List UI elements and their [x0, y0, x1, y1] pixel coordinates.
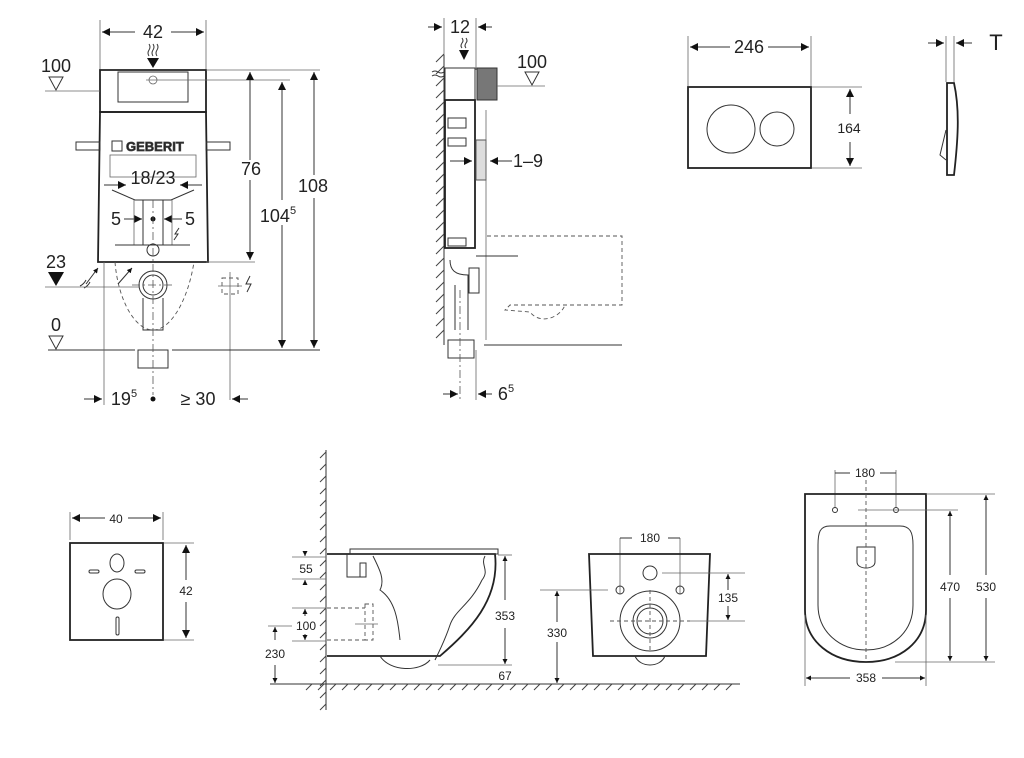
flush-plate: 246 164 T: [687, 30, 1003, 176]
toilet-side-view: 55 100 230 353 67: [265, 450, 740, 711]
dim-pad-height: 42: [179, 584, 193, 598]
dim-530: 530: [976, 580, 996, 594]
toilet-back-view: 180 135 330: [540, 531, 745, 683]
water-supply-icon: [147, 43, 159, 57]
dim-5-right: 5: [185, 209, 195, 229]
side-level-100: 100: [517, 52, 547, 72]
level-100: 100: [41, 56, 71, 76]
dim-plate-width: 246: [734, 37, 764, 57]
dim-230: 230: [265, 647, 285, 661]
dim-76: 76: [241, 159, 261, 179]
dim-135: 135: [718, 591, 738, 605]
dim-thickness-t: T: [989, 30, 1002, 55]
dim-353: 353: [495, 609, 515, 623]
dim-pad-width: 40: [109, 512, 123, 526]
dim-1-9: 1–9: [513, 151, 543, 171]
dim-plate-height: 164: [837, 120, 861, 136]
dim-min-30: ≥ 30: [181, 389, 216, 409]
half-flush-button: [759, 111, 795, 147]
level-23: 23: [46, 252, 66, 272]
dim-67: 67: [498, 669, 512, 683]
dim-back-180: 180: [640, 531, 660, 545]
level-0: 0: [51, 315, 61, 335]
frame-side-view: 12 100 1–9: [428, 17, 623, 404]
full-flush-button: [706, 104, 756, 154]
dim-330: 330: [547, 626, 567, 640]
sound-insulation-pad: 40 42: [69, 512, 194, 641]
dim-108: 108: [298, 176, 328, 196]
dim-358: 358: [856, 671, 876, 685]
dim-depth-12: 12: [450, 17, 470, 37]
dim-100: 100: [296, 619, 316, 633]
dim-top-180: 180: [855, 466, 875, 480]
dim-18-23: 18/23: [130, 168, 175, 188]
dim-104-5: 1045: [260, 205, 296, 226]
geberit-logo: GEBERIT: [126, 139, 184, 154]
electric-icon: [173, 227, 180, 241]
dim-470: 470: [940, 580, 960, 594]
frame-front-view: 42 100 GEBERIT 18/23 5 5: [41, 20, 328, 409]
dim-width-42: 42: [143, 22, 163, 42]
dim-55: 55: [299, 562, 313, 576]
dim-19-5: 195: [111, 388, 137, 409]
dim-6-5: 65: [498, 383, 514, 404]
dim-5-left: 5: [111, 209, 121, 229]
toilet-top-view: 180 470 530 358: [804, 466, 996, 686]
supply-arrow-icon: [79, 279, 91, 289]
